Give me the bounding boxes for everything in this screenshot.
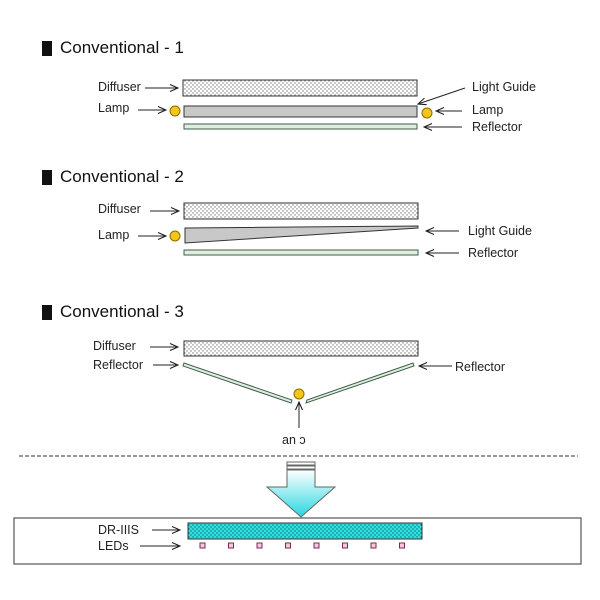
diffuser-plate — [183, 202, 419, 220]
section-title-conventional-3: Conventional - 3 — [42, 302, 184, 322]
led-icon — [399, 542, 405, 549]
light-guide-plate — [183, 105, 418, 118]
section-title-conventional-1: Conventional - 1 — [42, 38, 184, 58]
section-marker-icon — [42, 40, 49, 56]
label-light-guide-1: Light Guide — [472, 80, 536, 94]
label-lamp-left-1: Lamp — [98, 101, 130, 115]
section-title-conventional-2: Conventional - 2 — [42, 167, 184, 187]
lamp-center-icon — [293, 388, 305, 400]
diffuser-plate — [183, 340, 419, 357]
led-icon — [313, 542, 320, 549]
dr-iiis-plate — [187, 522, 423, 540]
arrow-light-guide — [418, 87, 466, 104]
result-frame — [13, 517, 582, 565]
led-icon — [199, 542, 206, 549]
label-diffuser-3: Diffuser — [93, 339, 136, 353]
label-dr-iiis: DR-IIIS — [98, 523, 139, 537]
section-conventional-2 — [138, 202, 459, 256]
label-light-guide-2: Light Guide — [468, 224, 532, 238]
label-reflector-2: Reflector — [468, 246, 519, 260]
label-reflector-right-3: Reflector — [455, 360, 506, 374]
label-lamp-right-1: Lamp — [472, 103, 504, 117]
label-reflector-left-3: Reflector — [93, 358, 144, 372]
section-marker-icon — [42, 169, 49, 185]
label-diffuser-1: Diffuser — [98, 80, 141, 94]
led-icon — [256, 542, 263, 549]
section-conventional-3 — [150, 340, 452, 428]
led-icon — [285, 542, 291, 549]
diffuser-plate — [182, 79, 418, 97]
led-row — [199, 542, 405, 549]
lamp-right-icon — [421, 107, 433, 119]
led-icon — [228, 542, 234, 549]
section-dr-iiis — [13, 517, 582, 565]
section-title-text: Conventional - 3 — [60, 302, 184, 321]
wedge-light-guide — [184, 225, 419, 244]
led-icon — [370, 542, 377, 549]
label-diffuser-2: Diffuser — [98, 202, 141, 216]
label-leds: LEDs — [98, 539, 129, 553]
label-reflector-1: Reflector — [472, 120, 523, 134]
led-icon — [342, 542, 348, 549]
lamp-left-icon — [169, 230, 181, 242]
section-title-text: Conventional - 1 — [60, 38, 184, 57]
reflector-plate — [183, 249, 419, 256]
label-lamp-bottom-3: an ɔ — [282, 433, 306, 447]
lamp-left-icon — [169, 105, 181, 117]
reflector-plate — [183, 123, 418, 130]
reflector-left-plate — [182, 362, 293, 404]
section-conventional-1 — [138, 79, 466, 130]
section-marker-icon — [42, 304, 49, 320]
label-lamp-left-2: Lamp — [98, 228, 130, 242]
reflector-right-plate — [305, 362, 415, 404]
section-title-text: Conventional - 2 — [60, 167, 184, 186]
transition-arrow-icon — [265, 461, 337, 518]
